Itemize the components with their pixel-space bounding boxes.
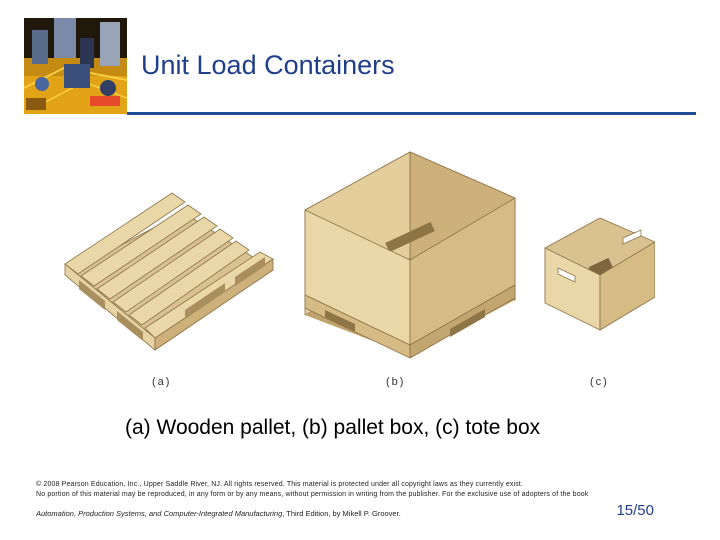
footer-book-title: Automation, Production Systems, and Comp…: [36, 509, 283, 518]
wooden-pallet-illustration: [64, 192, 274, 351]
figure-label-a: (a): [152, 376, 172, 388]
unit-load-figure: [64, 151, 655, 359]
circuit-board-image: [24, 18, 127, 114]
copyright-line-2: No portion of this material may be repro…: [36, 491, 589, 498]
footer-reference: Automation, Production Systems, and Comp…: [36, 509, 401, 518]
figure-label-c: (c): [590, 376, 609, 388]
pallet-box-illustration: [304, 151, 516, 359]
copyright-line-1: © 2008 Pearson Education, Inc., Upper Sa…: [36, 481, 524, 488]
title-underline: [127, 112, 696, 115]
figure-label-b: (b): [386, 376, 406, 388]
page-number: 15/50: [616, 502, 654, 519]
footer-edition: , Third Edition, by Mikell P. Groover.: [282, 509, 401, 518]
corner-photo: [24, 18, 127, 114]
tote-box-illustration: [544, 217, 655, 331]
slide-title: Unit Load Containers: [141, 50, 395, 80]
figure-caption: (a) Wooden pallet, (b) pallet box, (c) t…: [125, 416, 541, 439]
